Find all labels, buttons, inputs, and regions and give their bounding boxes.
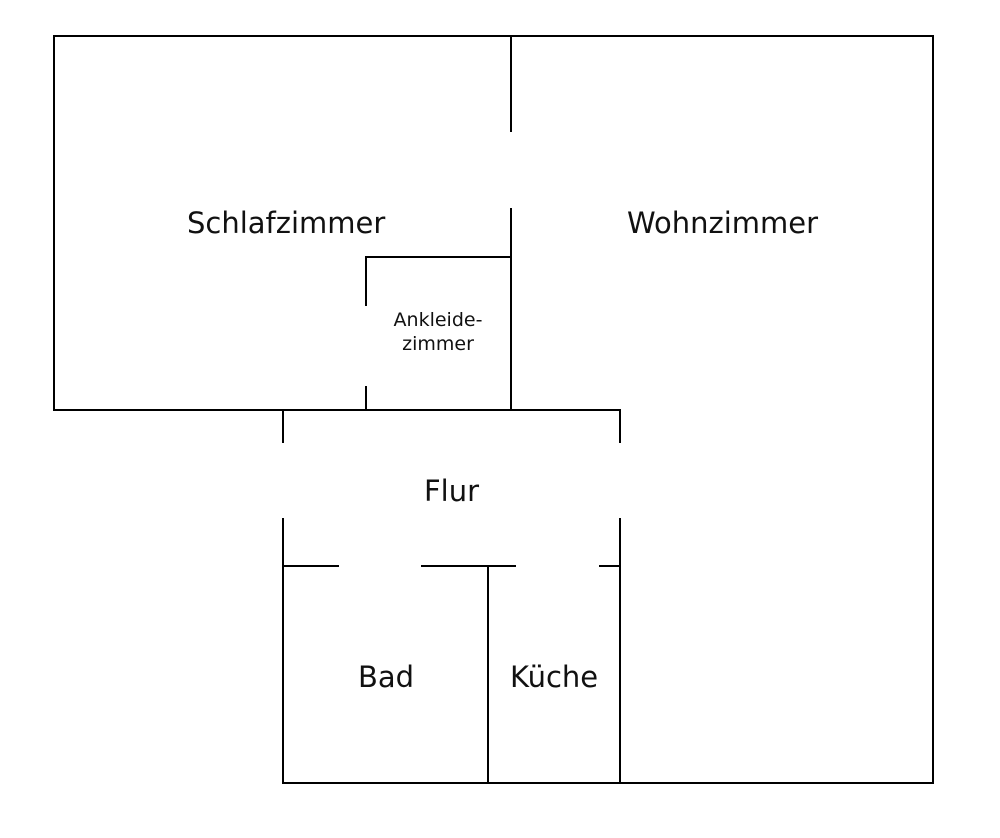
room-label-bad: Bad bbox=[358, 660, 415, 694]
room-label-ankleidezimmer-line1: Ankleide- bbox=[393, 309, 483, 331]
room-label-kueche: Küche bbox=[510, 660, 599, 694]
room-label-ankleidezimmer-line2: zimmer bbox=[402, 332, 474, 355]
room-label-wohnzimmer: Wohnzimmer bbox=[627, 206, 819, 240]
room-label-schlafzimmer: Schlafzimmer bbox=[187, 206, 386, 240]
room-label-ankleidezimmer: Ankleide- zimmer bbox=[388, 309, 488, 357]
room-label-flur: Flur bbox=[424, 474, 480, 508]
